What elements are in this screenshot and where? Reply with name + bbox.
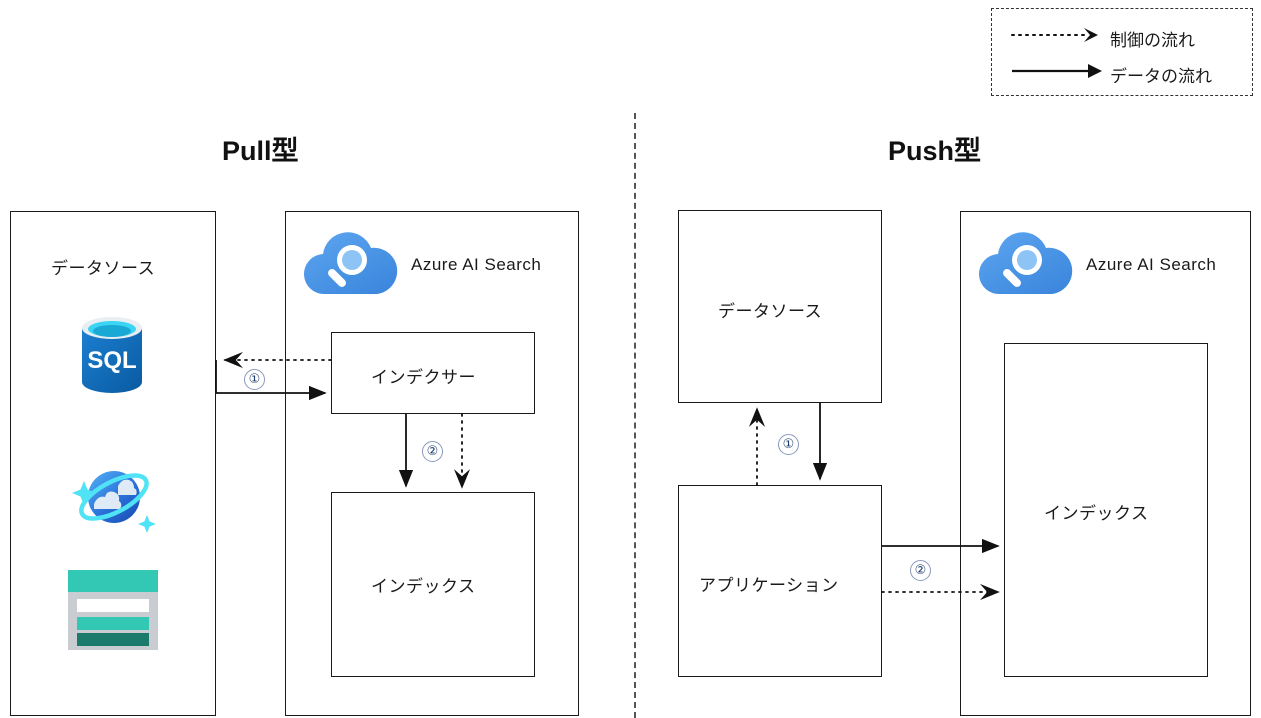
legend-panel: 制御の流れ データの流れ (991, 8, 1253, 96)
pull-index-label: インデックス (371, 577, 476, 596)
legend-item-data-flow: データの流れ (992, 51, 1252, 91)
solid-arrow-icon (1012, 64, 1102, 78)
panel-divider (634, 113, 636, 718)
legend-label-data-flow: データの流れ (1110, 67, 1212, 86)
pull-datasource-label: データソース (51, 259, 156, 278)
azure-table-storage-icon (66, 568, 160, 652)
azure-ai-search-logo-icon-pull (299, 228, 403, 300)
push-application-box (678, 485, 882, 677)
push-index-box (1004, 343, 1208, 677)
push-application-label: アプリケーション (699, 576, 839, 595)
pull-index-box (331, 492, 535, 677)
page-title-pull: Pull型 (222, 136, 299, 166)
azure-cosmos-db-icon (62, 452, 162, 542)
pull-azure-search-label: Azure AI Search (411, 255, 542, 274)
svg-text:SQL: SQL (87, 347, 136, 374)
azure-ai-search-logo-icon-push (974, 228, 1078, 300)
push-datasource-label: データソース (718, 302, 823, 321)
push-datasource-box (678, 210, 882, 403)
pull-indexer-box (331, 332, 535, 414)
push-azure-search-label: Azure AI Search (1086, 255, 1217, 274)
legend-label-control-flow: 制御の流れ (1110, 31, 1195, 50)
push-index-label: インデックス (1044, 504, 1149, 523)
dotted-arrow-icon (1011, 28, 1098, 42)
push-step-marker-2: ② (910, 560, 931, 581)
pull-step-marker-2: ② (422, 441, 443, 462)
push-step-marker-1: ① (778, 434, 799, 455)
page-title-push: Push型 (888, 136, 982, 166)
azure-sql-database-icon: SQL (72, 310, 152, 400)
pull-step-marker-1: ① (244, 369, 265, 390)
pull-indexer-label: インデクサー (371, 368, 476, 387)
legend-item-control-flow: 制御の流れ (992, 15, 1252, 55)
